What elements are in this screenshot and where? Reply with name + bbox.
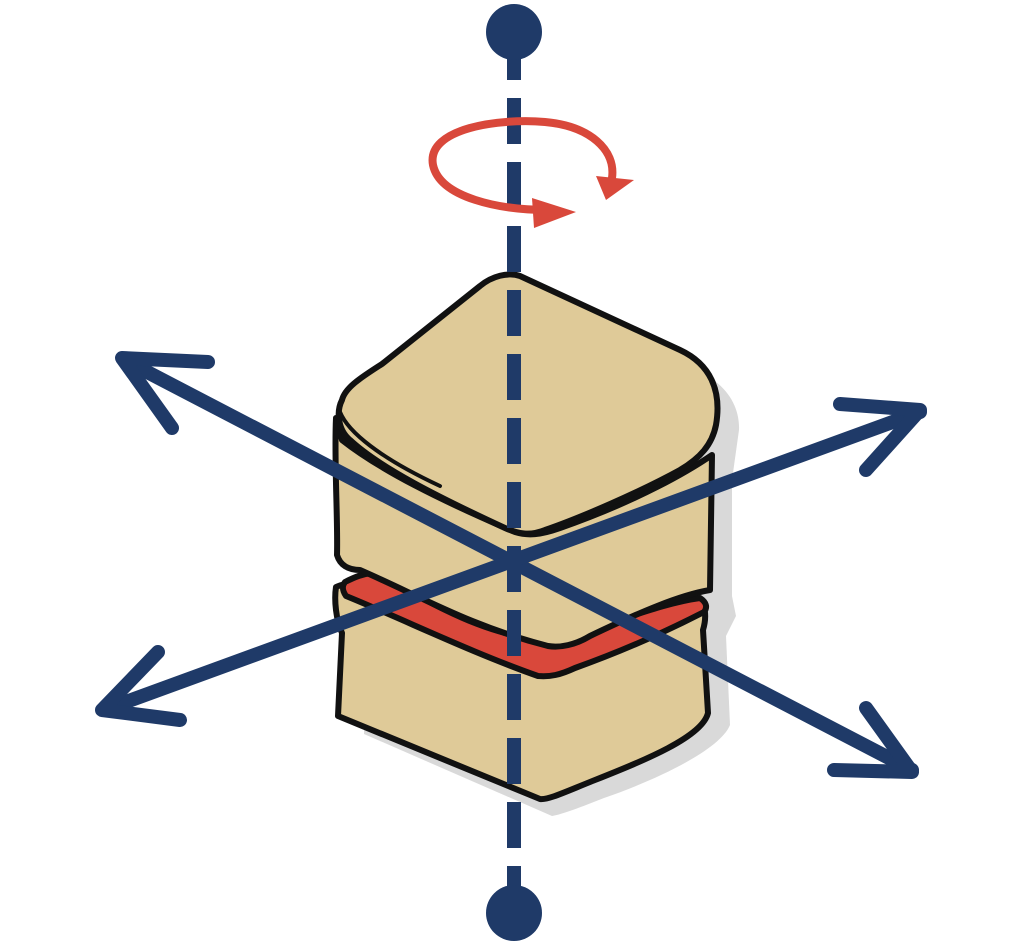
block-top-face xyxy=(335,271,721,537)
material-block xyxy=(332,271,721,803)
rotation-arrow-loop xyxy=(428,117,617,214)
rotation-arrowhead-front xyxy=(532,198,576,228)
arrowhead-icon xyxy=(833,397,927,477)
axis-endpoint-dot-icon xyxy=(486,885,542,941)
arrowhead-icon xyxy=(115,351,215,435)
rotation-arrowhead-right xyxy=(596,176,634,200)
arrowhead-icon xyxy=(95,645,187,727)
arrowhead-icon xyxy=(827,701,919,779)
vertical-axis xyxy=(486,4,542,941)
axis-endpoint-dot-icon xyxy=(486,4,542,60)
block-top-edge xyxy=(338,410,442,488)
rotation-arrow-icon xyxy=(428,117,634,228)
